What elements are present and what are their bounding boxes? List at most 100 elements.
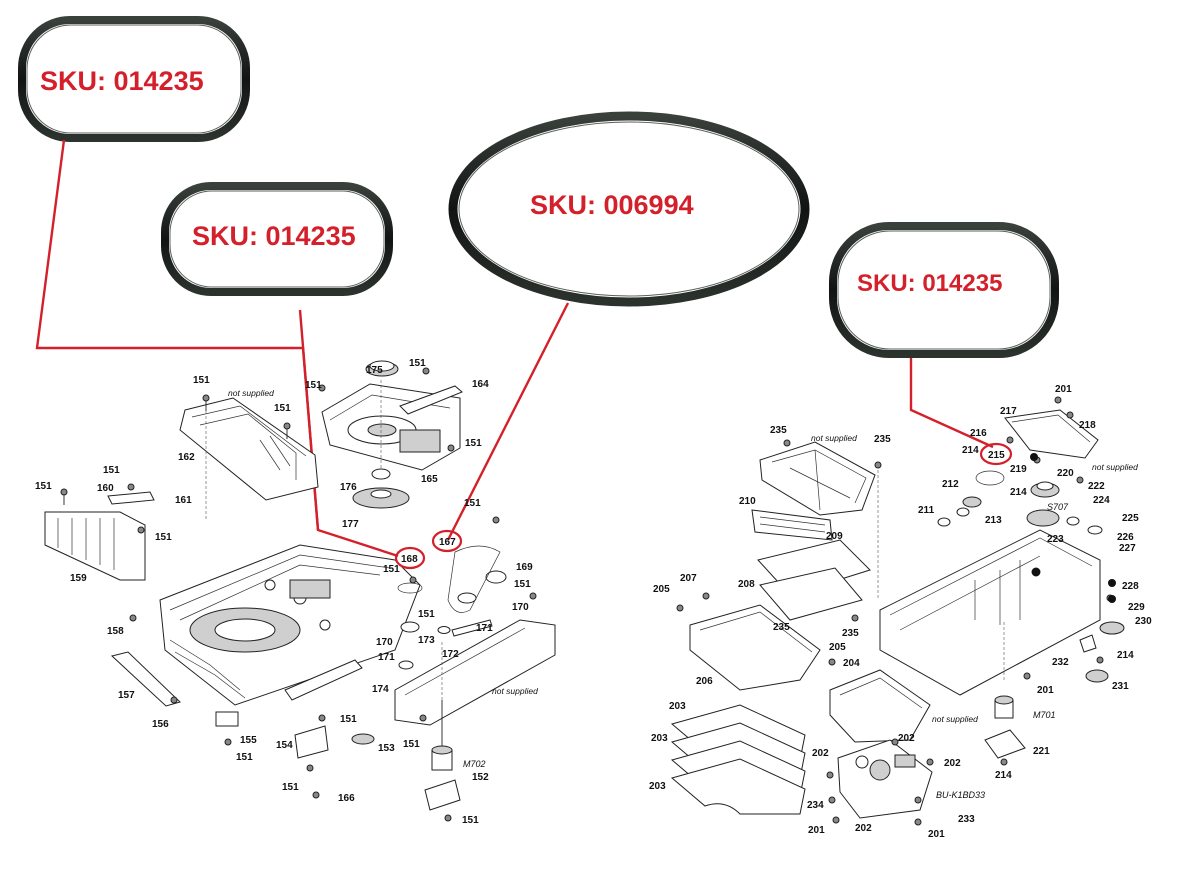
- part-number: 151: [403, 739, 420, 750]
- part-232: [1079, 634, 1097, 653]
- part-number: 162: [178, 452, 195, 463]
- rail-part: [110, 651, 181, 707]
- part-number: 151: [155, 532, 172, 543]
- left-exploded-view: 168 167 151 not supplied 151 175 151 151…: [35, 358, 556, 826]
- highlight-215: [979, 442, 1013, 466]
- part-number: 204: [843, 658, 860, 669]
- part-211: [937, 517, 951, 527]
- part-number: 218: [1079, 420, 1096, 431]
- gear-213: [956, 507, 970, 517]
- part-217: [1004, 409, 1099, 459]
- part-number: 170: [512, 602, 529, 613]
- frame-235: [759, 441, 876, 516]
- part-204: [829, 669, 931, 743]
- part-number: 151: [35, 481, 52, 492]
- part-number: 227: [1119, 543, 1136, 554]
- part-number: 201: [1055, 384, 1072, 395]
- part-210: [751, 509, 833, 541]
- part-number: 157: [118, 690, 135, 701]
- leader-lines: [35, 139, 994, 558]
- part-number: 170: [376, 637, 393, 648]
- part-number: 221: [1033, 746, 1050, 757]
- part-number: 151: [236, 752, 253, 763]
- part-number: 206: [696, 676, 713, 687]
- note-not-supplied: not supplied: [932, 714, 978, 724]
- part-number: 214: [1010, 487, 1027, 498]
- belt-219: [975, 470, 1005, 486]
- main-chassis-right: [879, 529, 1101, 696]
- pickup-base: [837, 739, 933, 819]
- screws-left: [60, 367, 537, 822]
- part-number: 211: [918, 505, 935, 516]
- part-number: 229: [1128, 602, 1145, 613]
- highlight-167: [431, 529, 463, 553]
- part-number: 203: [649, 781, 666, 792]
- part-number: 213: [985, 515, 1002, 526]
- sku-label: SKU: 014235: [192, 221, 356, 251]
- sku-label: SKU: 006994: [530, 190, 694, 220]
- part-number: 177: [342, 519, 359, 530]
- trays-203: [670, 704, 806, 815]
- part-number: 151: [282, 782, 299, 793]
- part-number: 151: [305, 380, 322, 391]
- pulley-frame: [394, 545, 556, 726]
- part-number: 215: [988, 450, 1005, 461]
- part-number: 151: [418, 609, 435, 620]
- part-number: 202: [812, 748, 829, 759]
- note-not-supplied: not supplied: [1092, 462, 1138, 472]
- part-number: 203: [669, 701, 686, 712]
- part-number: 176: [340, 482, 357, 493]
- part-number: 214: [995, 770, 1012, 781]
- part-number: 207: [680, 573, 697, 584]
- part-number: 234: [807, 800, 824, 811]
- part-number: 226: [1117, 532, 1134, 543]
- part-number: 224: [1093, 495, 1110, 506]
- plate-174: [284, 659, 363, 701]
- part-number: 214: [1117, 650, 1134, 661]
- switch-label: S707: [1047, 502, 1069, 512]
- part-number: 151: [514, 579, 531, 590]
- part-number: 175: [366, 365, 383, 376]
- part-number: 165: [421, 474, 438, 485]
- part-number: 235: [770, 425, 787, 436]
- part-number: 151: [462, 815, 479, 826]
- part-number: 166: [338, 793, 355, 804]
- part-number: 172: [442, 649, 459, 660]
- part-number: 169: [516, 562, 533, 573]
- part-number: 201: [808, 825, 825, 836]
- part-number: 171: [378, 652, 395, 663]
- part-number: 209: [826, 531, 843, 542]
- right-exploded-view: 215 235 not supplied 235 201 217 218 216…: [649, 384, 1152, 840]
- part-number: 201: [1037, 685, 1054, 696]
- part-number: 154: [276, 740, 293, 751]
- part-number: 222: [1088, 481, 1105, 492]
- part-number: 152: [472, 772, 489, 783]
- part-number: 202: [855, 823, 872, 834]
- belt-4: SKU: 014235: [829, 222, 1059, 358]
- part-number: 231: [1112, 681, 1129, 692]
- part-number: 164: [472, 379, 489, 390]
- part-number: 235: [842, 628, 859, 639]
- part-number: 202: [944, 758, 961, 769]
- part-number: 205: [653, 584, 670, 595]
- motor-m702: [424, 700, 461, 811]
- part-231: [1085, 669, 1109, 683]
- gear-part: [371, 468, 391, 480]
- part-number: 202: [898, 733, 915, 744]
- part-number: 151: [103, 465, 120, 476]
- part-number: 158: [107, 626, 124, 637]
- part-number: 230: [1135, 616, 1152, 627]
- bracket-part: [179, 397, 319, 501]
- note-not-supplied: not supplied: [228, 388, 274, 398]
- part-number: 155: [240, 735, 257, 746]
- part-number: 203: [651, 733, 668, 744]
- part-number: 217: [1000, 406, 1017, 417]
- part-number: 151: [465, 438, 482, 449]
- belt-2: SKU: 014235: [161, 182, 393, 296]
- part-number: 161: [175, 495, 192, 506]
- top-mechanism: [321, 360, 463, 471]
- part-155: [215, 711, 239, 727]
- part-number: 160: [97, 483, 114, 494]
- note-not-supplied: not supplied: [811, 433, 857, 443]
